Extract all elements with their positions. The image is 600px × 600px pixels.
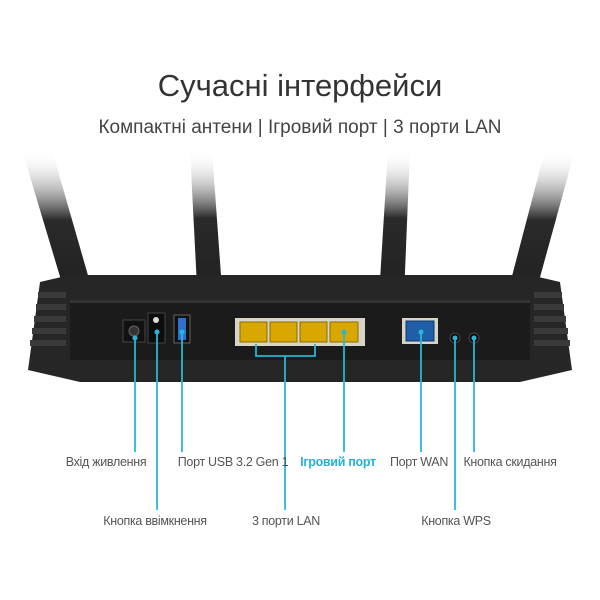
callout-usb-port: Порт USB 3.2 Gen 1 xyxy=(177,455,289,469)
lan-port xyxy=(269,321,298,343)
callout-lan-ports: 3 порти LAN xyxy=(251,514,321,528)
callout-reset-button: Кнопка скидання xyxy=(463,455,557,469)
callout-gaming-port: Ігровий порт xyxy=(300,455,376,469)
page-title: Сучасні інтерфейси xyxy=(157,68,443,103)
callout-power-input: Вхід живлення xyxy=(65,455,147,469)
callout-wan-port: Порт WAN xyxy=(389,455,449,469)
callout-wps-button: Кнопка WPS xyxy=(421,514,491,528)
page-subtitle: Компактні антени | Ігровий порт | 3 порт… xyxy=(98,117,502,138)
lan-port xyxy=(299,321,328,343)
lan-port xyxy=(239,321,268,343)
callout-power-button: Кнопка ввімкнення xyxy=(103,514,207,528)
